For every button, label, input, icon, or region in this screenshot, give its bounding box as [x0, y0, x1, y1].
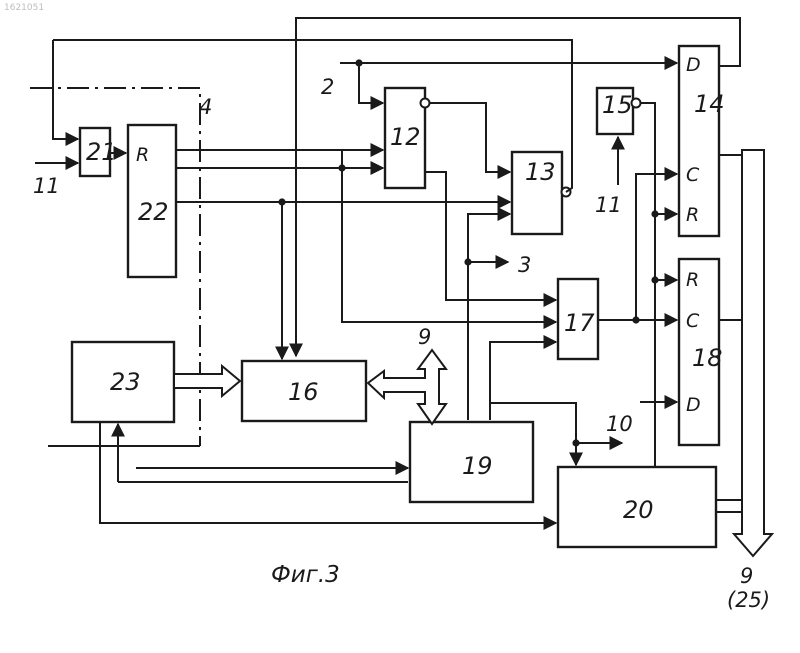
block-18-pin-d: D: [686, 394, 701, 416]
block-18: R C 18 D: [679, 259, 723, 445]
block-12: 12: [385, 88, 430, 188]
signal-11-left: 11: [33, 174, 60, 198]
signal-4: 4: [199, 95, 212, 119]
signal-11-right: 11: [595, 193, 622, 217]
signal-25: (25): [727, 588, 770, 612]
block-14-pin-r: R: [686, 204, 699, 226]
inverting-output-12: [421, 99, 430, 108]
figure-caption: Фиг.3: [271, 562, 340, 588]
signal-9-top: 9: [418, 325, 431, 349]
block-15-label: 15: [602, 91, 633, 119]
block-15: 15: [597, 88, 641, 134]
bus-16-19: [368, 350, 446, 424]
block-13-label: 13: [525, 158, 556, 186]
block-17: 17: [558, 279, 598, 359]
inverting-output-15: [632, 99, 641, 108]
signal-3: 3: [518, 253, 531, 277]
block-12-label: 12: [390, 123, 421, 151]
block-14-label: 14: [694, 90, 725, 118]
signal-10: 10: [606, 412, 633, 436]
signal-2: 2: [321, 75, 334, 99]
block-23: 23: [72, 342, 174, 422]
block-16: 16: [242, 361, 366, 421]
block-18-pin-c: C: [686, 310, 700, 332]
block-19-label: 19: [462, 452, 493, 480]
block-14: D 14 C R: [679, 46, 725, 236]
bus-output-9: [734, 150, 772, 556]
block-22: R 22: [128, 125, 176, 277]
block-18-label: 18: [692, 344, 723, 372]
block-14-pin-d: D: [686, 54, 701, 76]
corner-mark: 1621051: [4, 3, 44, 13]
block-18-pin-r: R: [686, 269, 699, 291]
signal-9-out: 9: [740, 564, 753, 588]
block-17-label: 17: [564, 309, 595, 337]
block-22-pin-r: R: [136, 144, 149, 166]
block-16-label: 16: [288, 378, 319, 406]
block-19: 19: [410, 422, 533, 502]
bus-23-16: [174, 366, 240, 396]
block-13: 13: [512, 152, 571, 234]
block-20-label: 20: [623, 496, 654, 524]
block-23-label: 23: [110, 368, 141, 396]
block-14-pin-c: C: [686, 164, 700, 186]
block-22-label: 22: [138, 198, 169, 226]
block-20: 20: [558, 467, 716, 547]
